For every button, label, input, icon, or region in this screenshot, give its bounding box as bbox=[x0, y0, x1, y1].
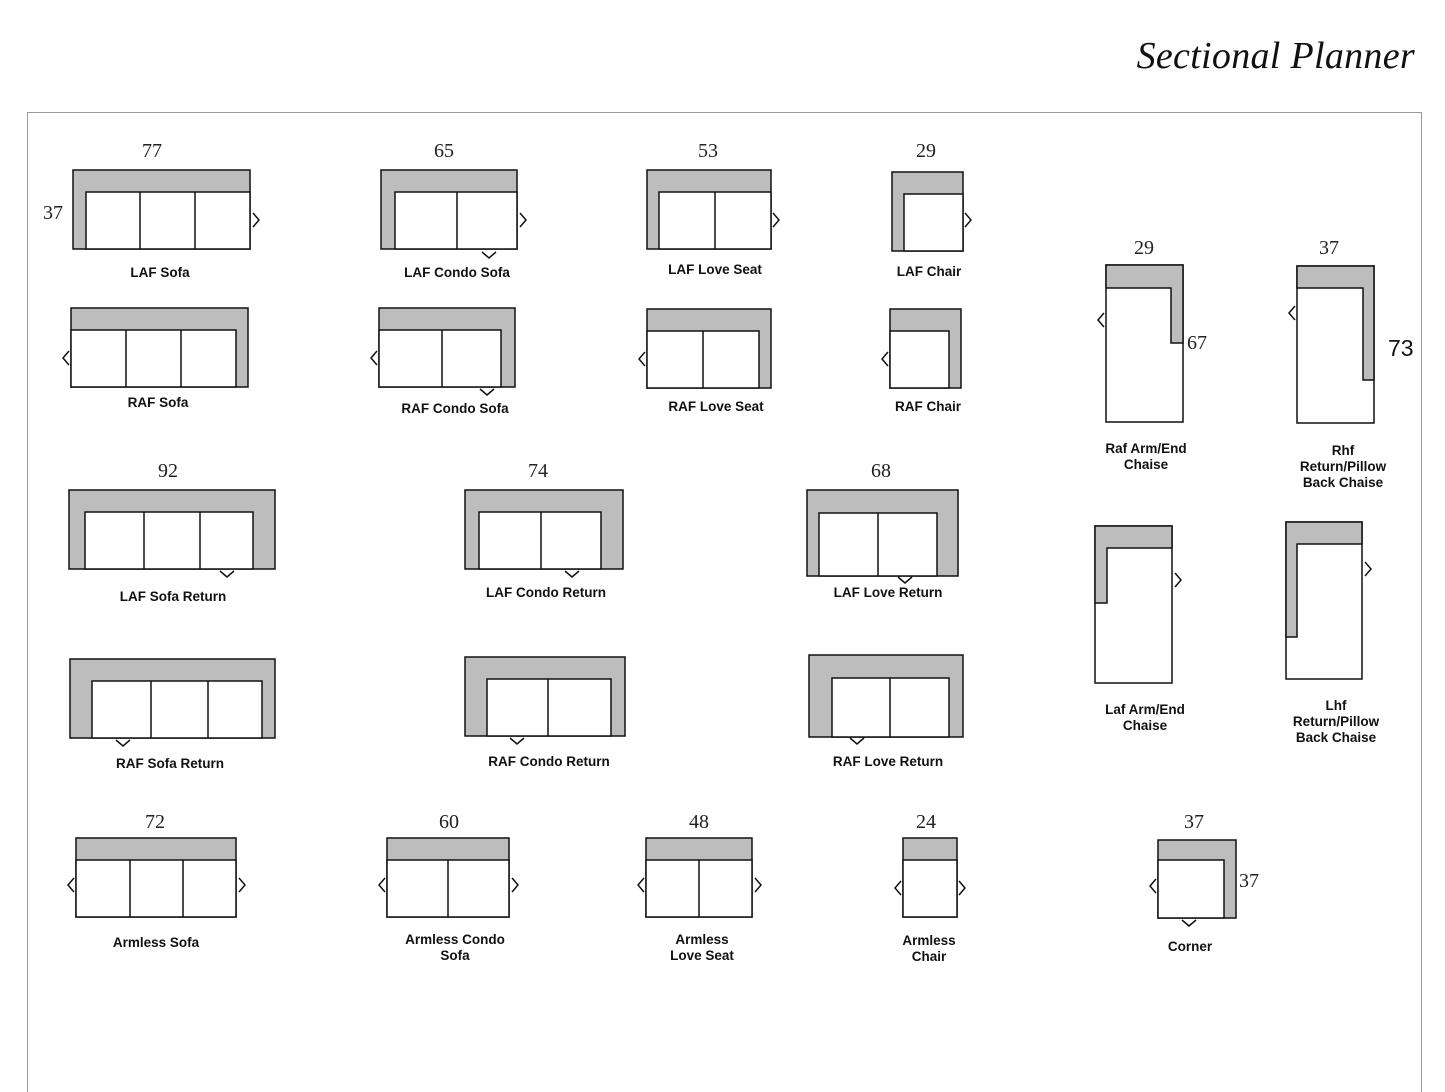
armless-chair-label: Armless Chair bbox=[902, 933, 956, 964]
raf-arm-end-chaise-diagram[interactable] bbox=[1090, 255, 1195, 430]
laf-condo-sofa-width: 65 bbox=[434, 140, 454, 162]
rhf-return-chaise-length: 73 bbox=[1388, 335, 1414, 361]
armless-chair-diagram[interactable] bbox=[888, 830, 973, 930]
laf-arm-end-chaise-label: Laf Arm/End Chaise bbox=[1105, 702, 1185, 733]
armless-sofa-label: Armless Sofa bbox=[112, 935, 200, 950]
laf-love-return-width: 68 bbox=[871, 460, 891, 482]
raf-sofa-diagram[interactable] bbox=[55, 298, 265, 398]
armless-condo-sofa-label: Armless Condo Sofa bbox=[405, 932, 505, 963]
raf-chaise-width: 29 bbox=[1134, 237, 1154, 259]
laf-condo-return-diagram[interactable] bbox=[455, 480, 635, 585]
rhf-return-chaise-width: 37 bbox=[1319, 237, 1339, 259]
raf-love-return-diagram[interactable] bbox=[798, 645, 973, 750]
armless-love-seat-width: 48 bbox=[689, 811, 709, 833]
raf-sofa-label: RAF Sofa bbox=[127, 395, 189, 410]
page-title: Sectional Planner bbox=[1136, 35, 1415, 77]
laf-sofa-return-label: LAF Sofa Return bbox=[119, 589, 227, 604]
corner-depth: 37 bbox=[1239, 870, 1259, 892]
raf-condo-sofa-diagram[interactable] bbox=[365, 298, 530, 403]
laf-condo-sofa-diagram[interactable] bbox=[370, 160, 540, 265]
armless-condo-sofa-width: 60 bbox=[439, 811, 459, 833]
raf-sofa-return-diagram[interactable] bbox=[60, 650, 285, 755]
laf-love-return-label: LAF Love Return bbox=[833, 585, 943, 600]
laf-sofa-label: LAF Sofa bbox=[130, 265, 190, 280]
armless-love-seat-label: Armless Love Seat bbox=[670, 932, 734, 963]
lhf-return-pillow-back-chaise-diagram[interactable] bbox=[1275, 512, 1385, 692]
laf-love-return-diagram[interactable] bbox=[795, 480, 970, 585]
corner-width: 37 bbox=[1184, 811, 1204, 833]
raf-chaise-length: 67 bbox=[1187, 332, 1207, 354]
raf-condo-return-diagram[interactable] bbox=[455, 648, 635, 753]
armless-love-seat-diagram[interactable] bbox=[628, 830, 773, 930]
laf-love-seat-diagram[interactable] bbox=[635, 160, 790, 260]
rhf-return-pillow-back-chaise-label: Rhf Return/Pillow Back Chaise bbox=[1299, 443, 1387, 490]
laf-sofa-return-width: 92 bbox=[158, 460, 178, 482]
laf-love-seat-width: 53 bbox=[698, 140, 718, 162]
laf-love-seat-label: LAF Love Seat bbox=[668, 262, 762, 277]
corner-diagram[interactable] bbox=[1140, 830, 1250, 930]
laf-arm-end-chaise-diagram[interactable] bbox=[1085, 515, 1195, 695]
armless-sofa-width: 72 bbox=[145, 811, 165, 833]
corner-label: Corner bbox=[1167, 939, 1213, 954]
raf-love-seat-label: RAF Love Seat bbox=[668, 399, 764, 414]
raf-love-seat-diagram[interactable] bbox=[630, 298, 785, 398]
laf-sofa-depth: 37 bbox=[43, 202, 63, 224]
raf-love-return-label: RAF Love Return bbox=[832, 754, 944, 769]
rhf-return-pillow-back-chaise-diagram[interactable] bbox=[1280, 255, 1385, 430]
lhf-return-pillow-back-chaise-label: Lhf Return/Pillow Back Chaise bbox=[1292, 698, 1380, 745]
planner-frame bbox=[27, 112, 1422, 1092]
raf-arm-end-chaise-label: Raf Arm/End Chaise bbox=[1105, 441, 1187, 472]
raf-condo-sofa-label: RAF Condo Sofa bbox=[401, 401, 509, 416]
armless-chair-width: 24 bbox=[916, 811, 936, 833]
laf-chair-diagram[interactable] bbox=[880, 160, 980, 260]
laf-chair-label: LAF Chair bbox=[896, 264, 962, 279]
raf-sofa-return-label: RAF Sofa Return bbox=[116, 756, 224, 771]
armless-condo-sofa-diagram[interactable] bbox=[368, 830, 528, 930]
laf-condo-return-label: LAF Condo Return bbox=[486, 585, 606, 600]
raf-condo-return-label: RAF Condo Return bbox=[488, 754, 610, 769]
armless-sofa-diagram[interactable] bbox=[55, 830, 255, 930]
laf-sofa-return-diagram[interactable] bbox=[60, 480, 285, 585]
raf-chair-diagram[interactable] bbox=[875, 298, 975, 398]
raf-chair-label: RAF Chair bbox=[894, 399, 962, 414]
laf-condo-return-width: 74 bbox=[528, 460, 548, 482]
laf-condo-sofa-label: LAF Condo Sofa bbox=[404, 265, 510, 280]
laf-sofa-width: 77 bbox=[142, 140, 162, 162]
laf-sofa-diagram[interactable] bbox=[60, 160, 270, 260]
laf-chair-width: 29 bbox=[916, 140, 936, 162]
